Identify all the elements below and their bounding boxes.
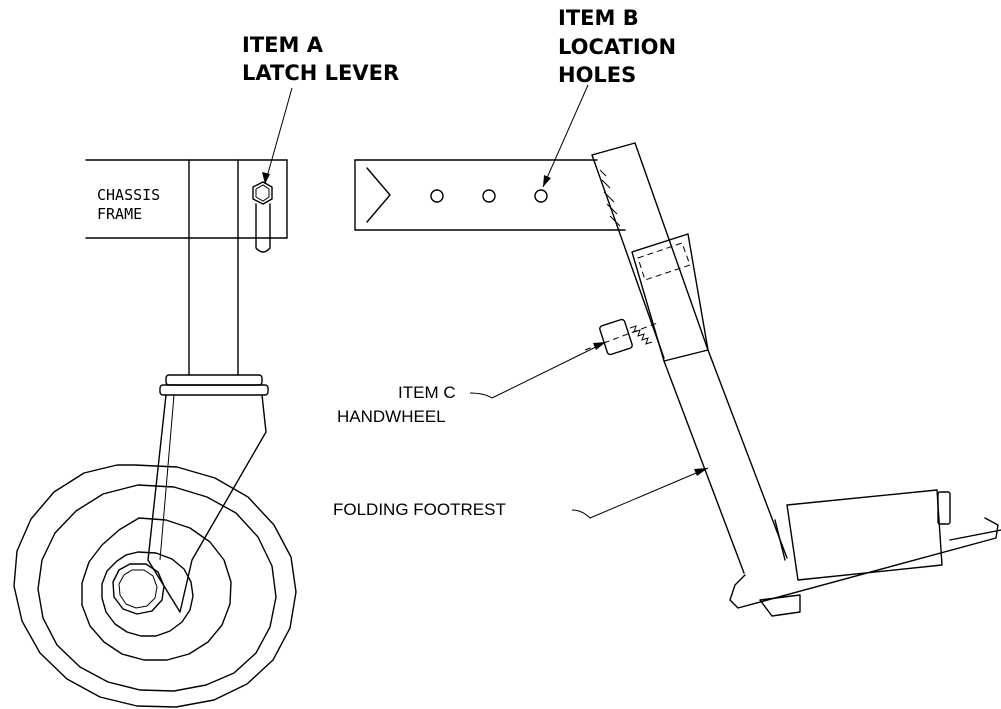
item-c-label-line2: HANDWHEEL [337, 407, 446, 426]
item-b-label-line2: LOCATION [558, 35, 676, 59]
caster-stem [159, 159, 269, 396]
chassis-label-line2: FRAME [97, 205, 142, 223]
caster-wheel [13, 464, 297, 708]
location-hole-3 [534, 189, 548, 203]
item-b-label-line3: HOLES [558, 63, 636, 87]
leader-item-c [469, 341, 607, 399]
item-a-label-line1: ITEM A [242, 33, 324, 57]
footrest-upright [591, 142, 709, 362]
footrest-leg [663, 349, 788, 574]
footplate [729, 489, 1001, 617]
latch-lever [252, 181, 273, 253]
chassis-frame [85, 159, 288, 239]
location-hole-1 [430, 189, 444, 203]
location-holes-tube [354, 159, 626, 231]
item-c-label-line1: ITEM C [398, 383, 456, 402]
leader-footrest [571, 467, 709, 519]
location-hole-2 [482, 189, 496, 203]
leader-item-a [262, 87, 293, 185]
leader-item-b [542, 84, 589, 188]
folding-footrest-label: FOLDING FOOTREST [333, 500, 506, 519]
item-b-label-line1: ITEM B [558, 6, 639, 30]
caster-fork [147, 394, 267, 613]
item-a-label-line2: LATCH LEVER [242, 61, 399, 85]
chassis-label-line1: CHASSIS [97, 186, 160, 204]
